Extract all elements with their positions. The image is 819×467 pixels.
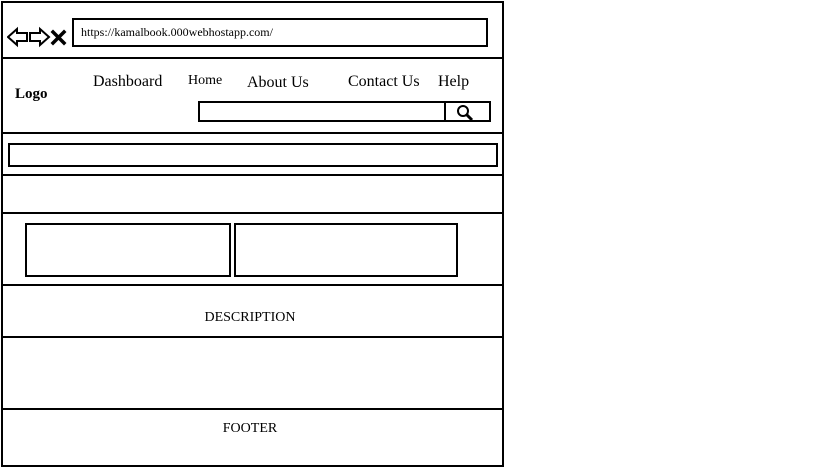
nav-link-help[interactable]: Help [438,73,470,90]
forward-arrow-icon[interactable] [29,26,51,48]
search-button[interactable] [444,101,491,122]
content-box-right [234,223,458,277]
footer-section: FOOTER [3,410,502,465]
search-input[interactable] [198,101,447,122]
description-section: DESCRIPTION [3,286,502,338]
content-box-left [25,223,231,277]
nav-link-home[interactable]: Home [188,73,223,88]
address-bar[interactable]: https://kamalbook.000webhostapp.com/ [72,18,488,47]
footer-label: FOOTER [222,421,278,436]
close-icon[interactable] [50,29,67,46]
browser-nav-icons [6,26,69,48]
main-content-section [3,338,502,410]
description-label: DESCRIPTION [204,310,296,325]
nav-link-about-us[interactable]: About Us [247,74,309,91]
empty-section [3,176,502,214]
site-header: Logo Dashboard Home About Us Contact Us … [3,59,502,134]
logo[interactable]: Logo [15,86,48,102]
browser-toolbar: https://kamalbook.000webhostapp.com/ [3,3,502,59]
search-icon [457,105,474,122]
back-arrow-icon[interactable] [6,26,28,48]
content-boxes-section [3,214,502,286]
nav-link-dashboard[interactable]: Dashboard [93,73,163,90]
banner-bar [8,143,498,167]
wireframe-frame: https://kamalbook.000webhostapp.com/ Log… [1,1,504,467]
nav-link-contact-us[interactable]: Contact Us [348,73,420,90]
banner-section [3,134,502,176]
